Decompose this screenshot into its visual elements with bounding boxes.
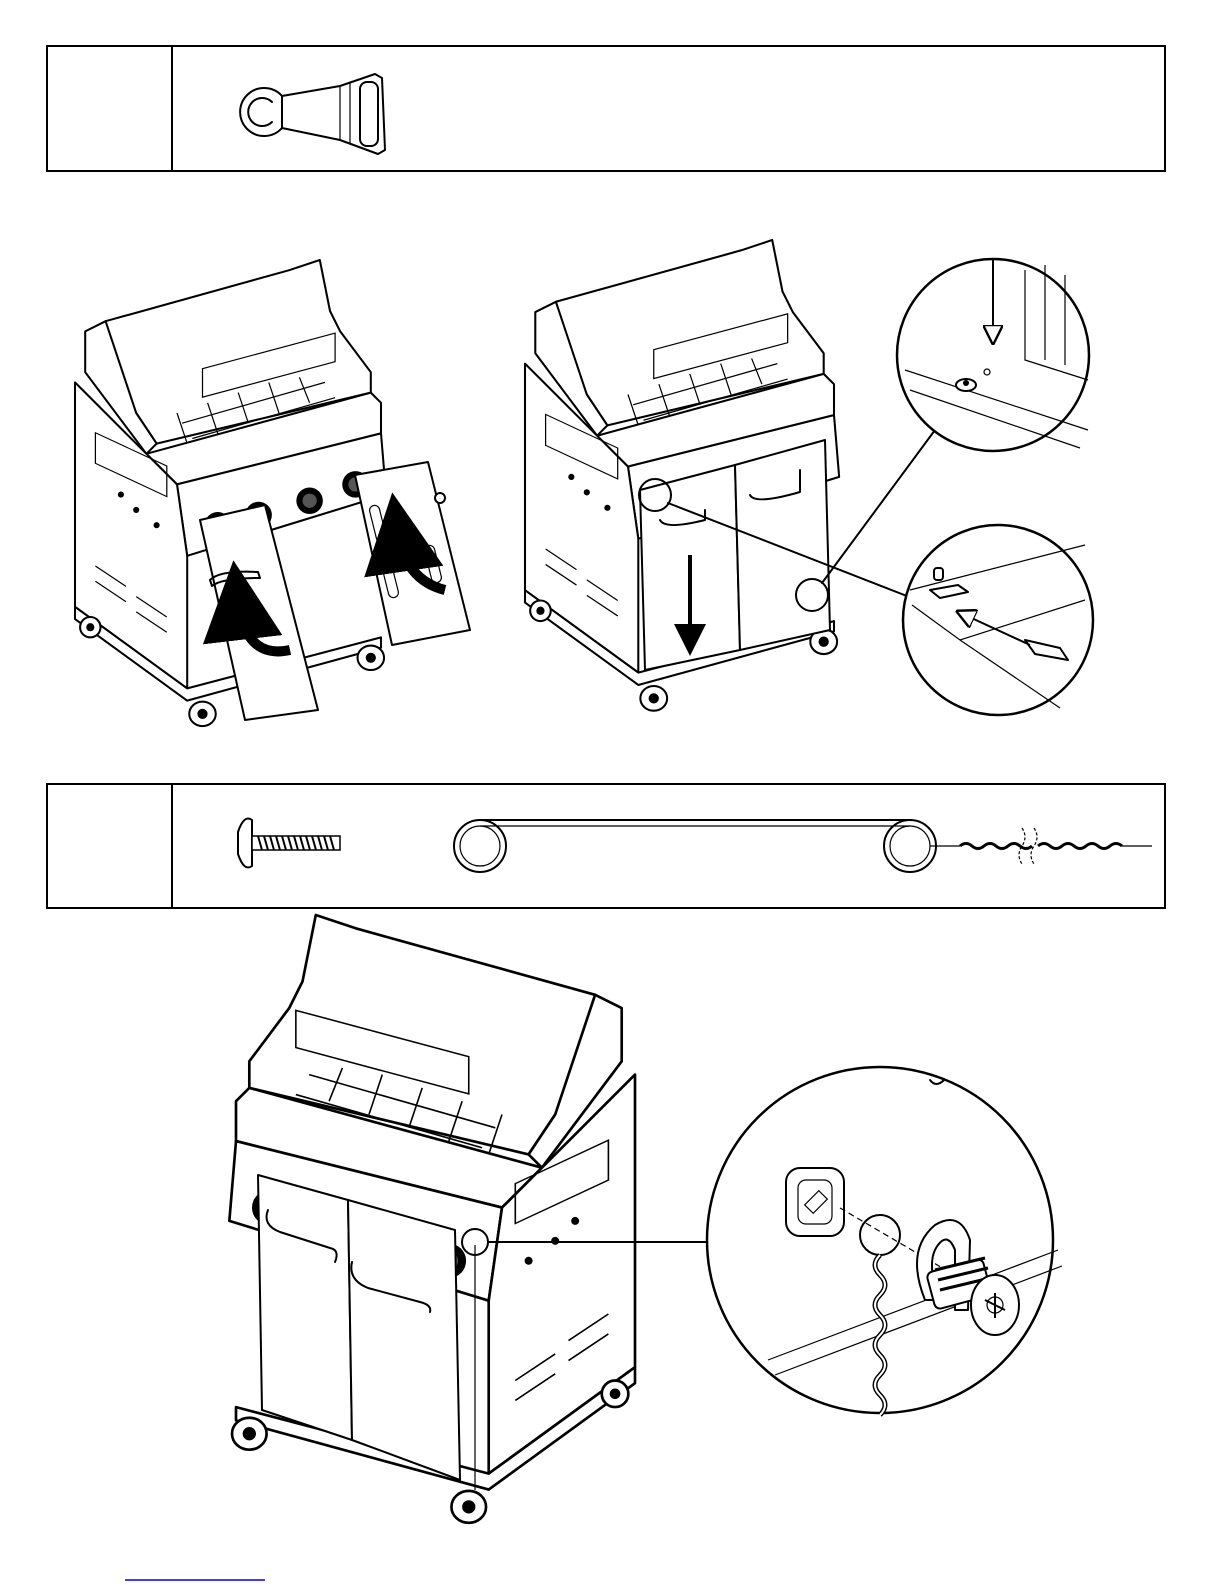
figure-c-cable-attach [229,915,1062,1523]
figure-a-doors-install [75,260,470,726]
parts-box-2 [47,784,1165,908]
cable-attach-detail [707,1067,1062,1415]
parts-box-1 [47,46,1165,171]
hinge-pin-detail [897,259,1089,451]
door-clip-detail [903,525,1093,715]
figure-b-doors-seated [525,240,1093,715]
right-door [355,462,470,645]
